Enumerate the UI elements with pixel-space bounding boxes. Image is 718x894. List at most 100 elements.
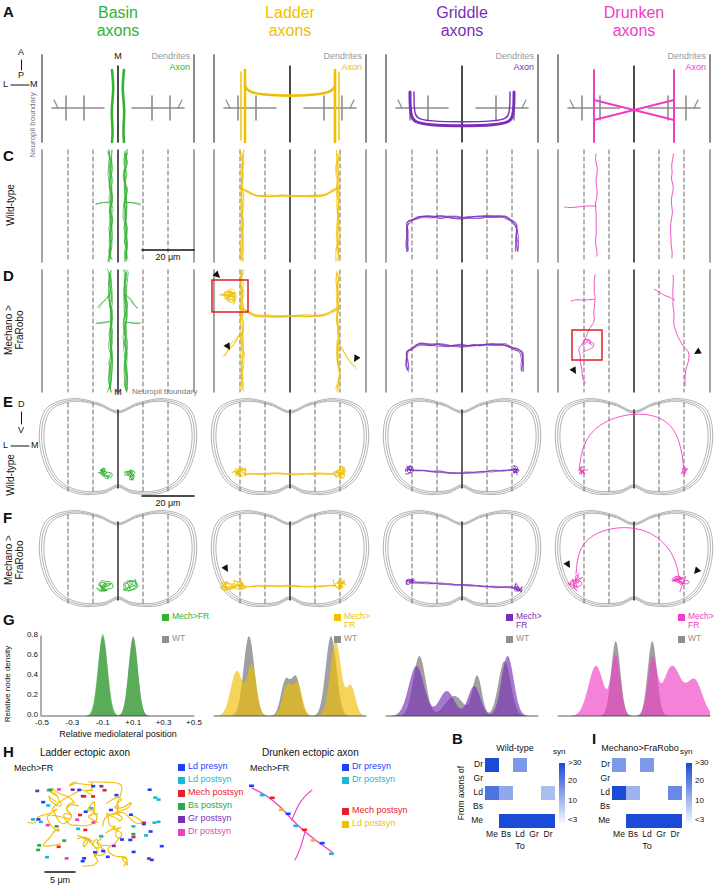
panel-title: Drunken ectopic axon: [262, 747, 359, 758]
label-anchor: L: [3, 441, 8, 451]
legend-item: Ld postsyn: [342, 819, 396, 829]
axon-schematic: [123, 70, 124, 142]
synapse-mark: [302, 829, 307, 832]
label-anchor: -0.1: [96, 719, 110, 728]
legend-text: Dr presyn: [352, 762, 391, 772]
ectopic-axon: [252, 788, 332, 852]
synapse-mark: [76, 828, 80, 831]
axon-trace: [406, 216, 518, 251]
heatmap-cell: [527, 758, 541, 772]
heatmap-cell: [541, 786, 555, 800]
row-label: Mechano > FraRobo: [3, 305, 25, 355]
heatmap-cell: [640, 758, 654, 772]
synapse-mark: [45, 856, 49, 859]
position-guide: [437, 270, 438, 392]
midline: [633, 522, 634, 600]
heatmap-cell: [485, 758, 499, 772]
heatmap-cell: [499, 758, 513, 772]
axon-trace: [240, 152, 243, 260]
tick-label: Dr: [544, 830, 553, 839]
axon-trace: [97, 321, 110, 323]
label-anchor: Relative node density: [4, 646, 13, 723]
panel-letter: E: [3, 394, 13, 411]
label-anchor: 20 μm: [153, 253, 182, 263]
key-label: Dendrites: [151, 52, 190, 62]
axon-schematic: [594, 100, 674, 120]
label-anchor: M: [30, 80, 38, 90]
dendrite: [495, 96, 497, 120]
axon-arbor: [568, 573, 583, 591]
heatmap-cell: [541, 772, 555, 786]
synapse-mark: [129, 813, 133, 816]
synapse-mark: [131, 825, 135, 828]
synapse-mark: [46, 824, 50, 827]
synapse-mark: [120, 838, 124, 841]
label-anchor: Ladder axons: [257, 4, 323, 39]
position-guide: [487, 270, 488, 392]
position-guide: [684, 150, 685, 262]
genotype-label: Mech>FR: [250, 764, 289, 774]
label-anchor: E: [3, 394, 13, 411]
heatmap-cell: [626, 786, 640, 800]
position-guide: [512, 515, 513, 604]
axon-trace: [406, 343, 523, 371]
legend-text: Mech>FR: [172, 612, 209, 621]
position-guide: [315, 403, 316, 492]
label-anchor: Dr: [544, 830, 553, 839]
legend-item: Ld presyn: [178, 762, 228, 772]
axon-schematic: [112, 70, 113, 142]
synapse-mark: [249, 785, 254, 788]
synapse-mark: [114, 794, 118, 797]
midline: [117, 410, 118, 488]
heatmap-cell: [541, 814, 555, 828]
ectopic-axon: [78, 835, 92, 842]
legend-swatch: [678, 614, 685, 621]
axon-trace: [407, 215, 517, 251]
position-guide: [93, 403, 94, 492]
tick-label: -0.3: [65, 719, 79, 728]
scale-label: 20 μm: [153, 499, 182, 509]
axon-trace: [241, 187, 339, 197]
legend-item: Mech> FR: [506, 612, 544, 631]
tick-label: Gr: [601, 774, 610, 783]
axon-trace: [96, 202, 110, 204]
neuropil-outline: [214, 400, 367, 493]
neuropil-outline: [383, 511, 540, 607]
neuropil-outline: [44, 401, 192, 491]
synapse-mark: [83, 829, 87, 832]
tick-label: 0.8: [27, 631, 38, 640]
midline: [461, 66, 463, 142]
position-guide: [437, 403, 438, 492]
dendrite: [396, 107, 448, 109]
arrowhead-marker: [691, 566, 701, 576]
axon-trace: [241, 307, 339, 317]
synapse-mark: [81, 860, 85, 863]
synapse-mark: [99, 785, 103, 788]
label-anchor: 0.4: [27, 671, 38, 680]
scale-bar: [142, 495, 194, 497]
heatmap-cell: [499, 814, 513, 828]
synapse-mark: [77, 789, 81, 792]
legend-swatch: [342, 808, 349, 815]
axon-arbor: [579, 467, 588, 475]
synapse-mark: [75, 818, 79, 821]
synapse-mark: [36, 818, 40, 821]
synapse-mark: [82, 857, 86, 860]
axon-trace: [125, 294, 137, 308]
neuropil-outline: [386, 400, 539, 493]
heatmap-cell: [485, 786, 499, 800]
label-anchor: Dendrites: [667, 52, 706, 62]
tick-label: Bs: [600, 802, 610, 811]
colorbar: [686, 763, 692, 823]
legend-item: WT: [678, 634, 701, 643]
synapse-mark: [103, 789, 107, 792]
key-label: Dendrites: [495, 52, 534, 62]
heatmap-cell: [626, 772, 640, 786]
neuropil-outline: [44, 513, 192, 603]
panel-letter: B: [452, 731, 463, 748]
heatmap-cell: [513, 772, 527, 786]
axis-line: [386, 716, 538, 717]
dendrite: [323, 96, 325, 120]
midline: [461, 410, 462, 488]
